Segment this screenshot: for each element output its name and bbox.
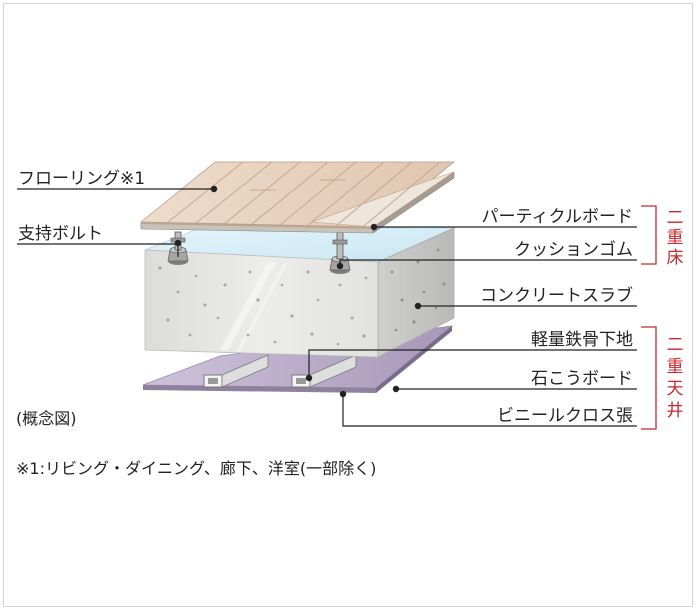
footnote: ※1:リビング・ダイニング、廊下、洋室(一部除く) xyxy=(16,459,376,478)
steel-channel-left xyxy=(203,354,269,388)
concrete-slab xyxy=(144,227,455,358)
steel-channel-right xyxy=(291,354,357,388)
double-floor-char-3: 床 xyxy=(667,248,684,268)
double-ceiling-char-1: 二 xyxy=(667,335,684,355)
double-ceiling-char-4: 井 xyxy=(667,401,684,421)
label-concrete-slab: コンクリートスラブ xyxy=(480,285,633,306)
label-support-bolt: 支持ボルト xyxy=(18,224,103,244)
double-floor-char-1: 二 xyxy=(667,208,684,228)
label-gypsum-board: 石こうボード xyxy=(531,369,633,389)
label-particle-board: パーティクルボード xyxy=(482,207,633,227)
flooring-panel xyxy=(139,161,456,234)
red-brackets xyxy=(641,205,657,430)
double-floor-char-2: 重 xyxy=(667,228,684,248)
label-cushion-rubber: クッションゴム xyxy=(514,239,633,260)
leader-lines xyxy=(17,188,637,427)
label-light-steel: 軽量鉄骨下地 xyxy=(531,330,633,350)
leader-dots xyxy=(174,185,422,398)
caption-concept: (概念図) xyxy=(16,409,77,428)
double-ceiling-char-2: 重 xyxy=(667,357,684,377)
label-flooring: フローリング※1 xyxy=(18,169,145,189)
label-vinyl-cloth: ビニールクロス張 xyxy=(497,406,633,426)
double-ceiling-char-3: 天 xyxy=(667,379,684,399)
